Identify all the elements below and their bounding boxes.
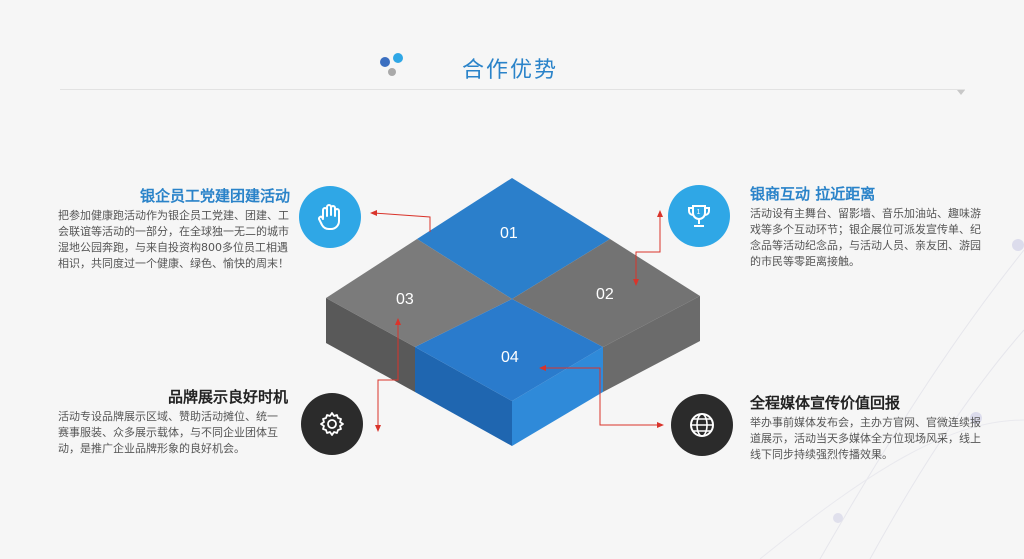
block-4-title: 全程媒体宣传价值回报 (750, 394, 901, 412)
arrow-heads (370, 210, 664, 432)
block-3-text: 活动专设品牌展示区域、赞助活动摊位、统一赛事服装、众多展示载体，与不同企业团体互… (58, 410, 278, 455)
block-3-title: 品牌展示良好时机 (167, 388, 288, 406)
page-title: 合作优势 (462, 58, 559, 83)
svg-text:1: 1 (697, 209, 701, 216)
trophy-icon: 1 (668, 185, 730, 247)
hand-icon (299, 186, 361, 248)
tile-04-label: 04 (501, 349, 519, 366)
tile-01 (417, 178, 610, 299)
arrow-03 (377, 322, 399, 428)
title-divider (60, 89, 965, 90)
tile-04-side-right (512, 347, 603, 446)
tile-03-side (326, 298, 415, 392)
block-brand-display: 品牌展示良好时机 活动专设品牌展示区域、赞助活动摊位、统一赛事服装、众多展示载体… (58, 387, 288, 457)
block-media: 全程媒体宣传价值回报 举办事前媒体发布会，主办方官网、官微连续报道展示，活动当天… (750, 393, 982, 463)
block-1-title: 银企员工党建团建活动 (139, 187, 290, 205)
arrow-01 (373, 212, 431, 232)
arrow-02 (635, 214, 661, 282)
globe-icon (671, 394, 733, 456)
block-interaction: 银商互动 拉近距离 活动设有主舞台、留影墙、音乐加油站、趣味游戏等多个互动环节；… (750, 184, 982, 270)
tile-02-side (603, 296, 700, 392)
block-2-text: 活动设有主舞台、留影墙、音乐加油站、趣味游戏等多个互动环节；银企展位可派发宣传单… (750, 207, 981, 268)
gear-icon (301, 393, 363, 455)
divider-marker (957, 90, 965, 95)
arrow-04 (543, 367, 660, 426)
tile-03 (326, 239, 512, 347)
tile-03-label: 03 (396, 291, 414, 308)
tile-04-side-left (415, 347, 512, 446)
connector-arrows (373, 212, 661, 428)
tile-04 (415, 299, 603, 401)
tile-01-label: 01 (500, 225, 518, 242)
title-dots-icon (380, 53, 403, 76)
block-team-building: 银企员工党建团建活动 把参加健康跑活动作为银企员工党建、团建、工会联谊等活动的一… (58, 186, 290, 272)
block-1-text: 把参加健康跑活动作为银企员工党建、团建、工会联谊等活动的一部分，在全球独一无二的… (58, 209, 289, 270)
block-4-text: 举办事前媒体发布会，主办方官网、官微连续报道展示，活动当天多媒体全方位现场风采，… (750, 416, 981, 461)
tile-02-label: 02 (596, 286, 614, 303)
block-2-title: 银商互动 拉近距离 (750, 185, 876, 203)
tile-02 (512, 239, 700, 347)
